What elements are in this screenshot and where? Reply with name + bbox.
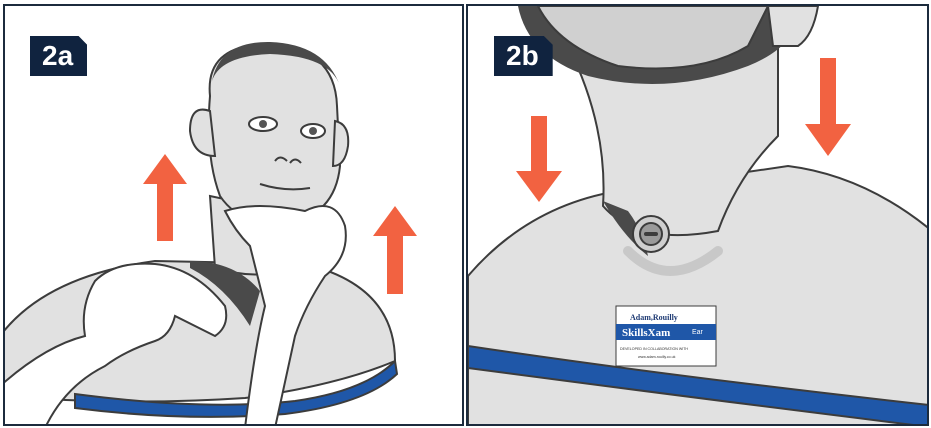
down-arrow-left bbox=[516, 116, 562, 202]
product-suffix: Ear bbox=[692, 329, 704, 336]
label-line2: www.adam-rouilly.co.uk bbox=[638, 355, 676, 359]
label-line1: DEVELOPED IN COLLABORATION WITH bbox=[620, 347, 688, 351]
panel-label-2a: 2a bbox=[30, 36, 87, 76]
down-arrow-right bbox=[805, 58, 851, 156]
up-arrow-right bbox=[373, 206, 417, 294]
product-text: SkillsXam bbox=[622, 327, 670, 339]
brand-text: Adam,Rouilly bbox=[630, 313, 678, 322]
rear-shoulder bbox=[768, 6, 818, 46]
up-arrow-left bbox=[143, 154, 187, 241]
panel-2b: Adam,Rouilly SkillsXam Ear DEVELOPED IN … bbox=[466, 4, 929, 426]
brand-label-card: Adam,Rouilly SkillsXam Ear DEVELOPED IN … bbox=[616, 306, 716, 366]
panel-2a: 2a bbox=[3, 4, 464, 426]
panel-label-2b: 2b bbox=[494, 36, 553, 76]
right-ear bbox=[333, 121, 348, 166]
left-ear bbox=[190, 110, 215, 156]
